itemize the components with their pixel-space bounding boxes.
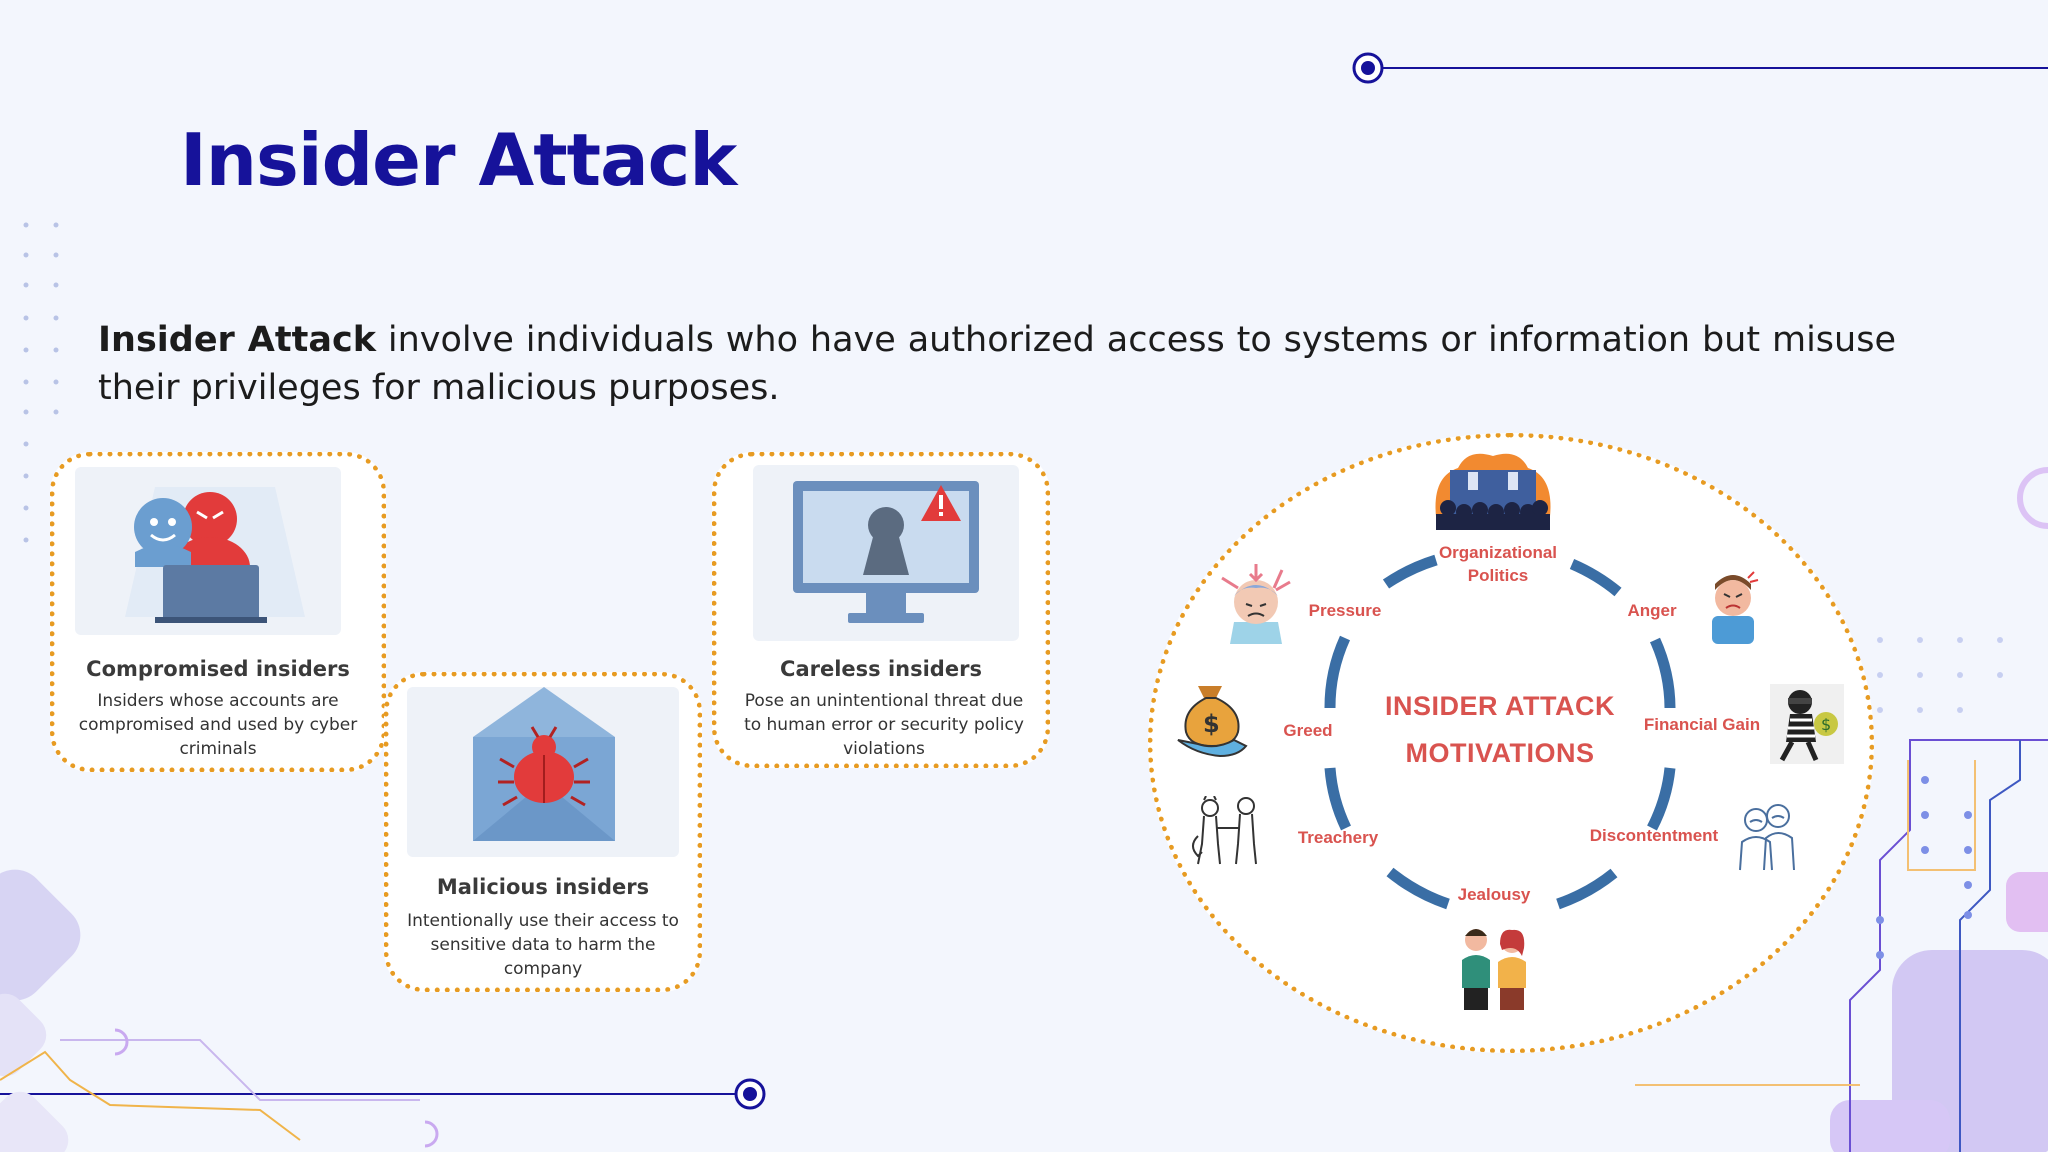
bug-envelope-icon xyxy=(407,687,679,857)
thief-money-bag-icon: $ xyxy=(1770,684,1844,764)
motivations-diagram xyxy=(1148,433,1874,1053)
card-description: Pose an unintentional threat due to huma… xyxy=(744,691,1024,759)
handshake-devil-icon xyxy=(1192,796,1257,865)
card-compromised-insiders: Compromised insiders Insiders whose acco… xyxy=(50,452,386,772)
page-title: Insider Attack xyxy=(180,118,737,202)
intro-paragraph: Insider Attack involve individuals who h… xyxy=(98,316,1896,412)
monitor-warning-icon xyxy=(753,465,1019,641)
compromised-users-laptop-icon xyxy=(75,467,341,635)
motivation-label-treachery: Treachery xyxy=(1297,828,1379,847)
jealous-couple-icon xyxy=(1462,929,1526,1010)
motivation-label-anger: Anger xyxy=(1627,601,1677,620)
card-title: Malicious insiders xyxy=(436,875,650,899)
motivation-label-organizational-politics: Organizational Politics xyxy=(1438,543,1558,585)
center-line-1: INSIDER ATTACK xyxy=(1385,691,1615,721)
intro-bold-term: Insider Attack xyxy=(98,320,376,360)
card-title: Careless insiders xyxy=(780,657,982,681)
motivation-ring xyxy=(1324,554,1676,910)
motivation-label-greed: Greed xyxy=(1283,721,1333,740)
money-bag-hand-icon: $ xyxy=(1177,686,1248,758)
angry-person-icon xyxy=(1712,571,1759,644)
stressed-head-icon xyxy=(1221,564,1291,644)
svg-text:$: $ xyxy=(1203,710,1220,738)
intro-text: involve individuals who have authorized … xyxy=(98,320,1896,408)
card-description: Insiders whose accounts are compromised … xyxy=(78,691,358,759)
motivation-center-title: INSIDER ATTACK MOTIVATIONS xyxy=(1350,683,1650,777)
unhappy-people-icon xyxy=(1739,804,1795,871)
card-description: Intentionally use their access to sensit… xyxy=(407,911,679,979)
motivation-label-financial-gain: Financial Gain xyxy=(1643,715,1761,734)
card-title: Compromised insiders xyxy=(86,657,350,681)
motivation-label-pressure: Pressure xyxy=(1308,601,1382,620)
svg-text:$: $ xyxy=(1821,715,1831,734)
crowd-podium-icon xyxy=(1435,453,1551,530)
card-careless-insiders: Careless insiders Pose an unintentional … xyxy=(712,452,1050,768)
motivation-label-discontentment: Discontentment xyxy=(1589,826,1719,845)
center-line-2: MOTIVATIONS xyxy=(1405,738,1595,768)
motivation-label-jealousy: Jealousy xyxy=(1457,885,1531,904)
card-malicious-insiders: Malicious insiders Intentionally use the… xyxy=(384,672,702,992)
